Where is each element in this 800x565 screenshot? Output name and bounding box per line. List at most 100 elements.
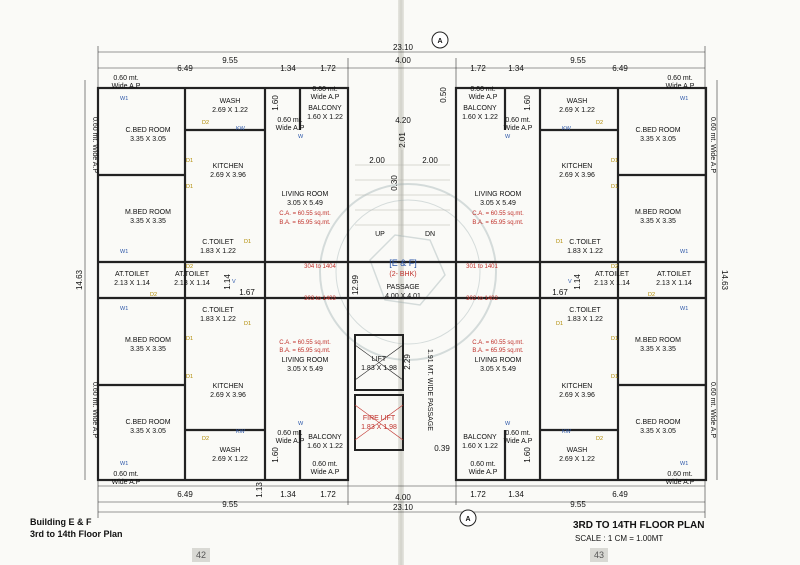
window-tag: W [505,421,511,427]
room-kitchen-bottom-right: KITCHEN 2.69 X 3.96 [559,383,595,399]
lift-size: 1.83 X 1.98 [361,365,397,372]
window-tag: W [298,421,304,427]
firelift-name: FIRE LIFT [363,415,396,422]
dim-420: 4.20 [395,116,411,125]
ap-label: 0.60 mt. [277,430,302,437]
room-size: 3.05 X 5.49 [287,200,323,207]
room-size: 3.35 X 3.05 [640,136,676,143]
ap-label: Wide A.P [469,94,498,101]
ap-label: 0.60 mt. [470,461,495,468]
window-tag: W1 [120,96,128,102]
room-name: M.BED ROOM [125,337,171,344]
ap-label: 0.60 mt. [113,75,138,82]
room-mbed-bottom-right: M.BED ROOM 3.35 X 3.35 [635,337,681,353]
ap-label: 0.60 mt. [667,75,692,82]
window-tag: W1 [680,249,688,255]
room-kitchen-bottom-left: KITCHEN 2.69 X 3.96 [210,383,246,399]
dim-039: 0.39 [434,444,450,453]
room-ctoilet-top-left: C.TOILET 1.83 X 1.22 [200,239,236,255]
room-size: 2.13 X 1.14 [174,280,210,287]
section-mark-label: A [465,516,470,523]
door-tag: D1 [611,374,618,380]
door-tag: D2 [596,436,603,442]
dim-114-right: 1.14 [573,274,582,290]
built-area: B.A. = 65.95 sq.mt. [472,348,524,354]
window-tag: KW [562,126,572,132]
room-name: AT.TOILET [595,271,630,278]
corridor-label: 1.91 MT. WIDE PASSAGE [426,349,433,431]
room-size: 2.13 X 1.14 [114,280,150,287]
page-number-right: 43 [590,548,608,562]
room-balcony-bottom-right: BALCONY 1.60 X 1.22 [462,434,498,450]
dim-201: 2.01 [398,132,407,148]
ap-label: Wide A.P [504,438,533,445]
room-name: C.TOILET [202,239,234,246]
room-size: 2.69 X 3.96 [210,392,246,399]
room-size: 3.35 X 3.05 [640,428,676,435]
window-tag: W1 [120,306,128,312]
dim-160-tr: 1.60 [523,95,532,111]
built-area: B.A. = 65.95 sq.mt. [279,348,331,354]
ap-label: Wide A.P [276,125,305,132]
room-size: 3.05 X 5.49 [480,200,516,207]
room-size: 3.35 X 3.05 [130,428,166,435]
ap-label: 0.60 mt. Wide A.P [709,117,716,173]
window-tag: W1 [120,249,128,255]
dim-left-top: 6.49 [177,64,193,73]
dim-113: 1.13 [255,482,264,498]
room-name: BALCONY [463,105,497,112]
room-size: 2.69 X 3.96 [559,392,595,399]
core-unit-tag: [E & F] (2- BHK) PASSAGE 4.00 X 4.01 [385,258,421,300]
fire-lift-label: FIRE LIFT 1.83 X 1.98 [361,415,397,431]
window-tag: W [505,134,511,140]
room-name: BALCONY [308,434,342,441]
room-mbed-bottom-left: M.BED ROOM 3.35 X 3.35 [125,337,171,353]
room-size: 3.35 X 3.05 [130,136,166,143]
room-name: BALCONY [463,434,497,441]
stair-up-label: UP [375,231,385,238]
room-name: M.BED ROOM [635,337,681,344]
room-name: KITCHEN [562,163,593,170]
window-tag: W1 [680,306,688,312]
dim-172-right-bottom: 1.72 [470,490,486,499]
passage-name: PASSAGE [387,284,420,291]
section-marker-top: A [431,31,449,49]
dim-overall-top: 23.10 [393,43,414,52]
window-tag: W [298,134,304,140]
room-size: 2.69 X 1.22 [212,456,248,463]
door-tag: D2 [186,264,193,270]
dim-core-bottom: 4.00 [395,493,411,502]
passage-size: 4.00 X 4.01 [385,293,421,300]
ap-label: 0.60 mt. [505,430,530,437]
room-size: 3.35 X 3.35 [130,346,166,353]
walls [96,86,708,482]
ap-label: Wide A.P [666,479,695,486]
dim-050: 0.50 [439,87,448,103]
room-size: 1.60 X 1.22 [307,114,343,121]
ap-label: Wide A.P [666,83,695,90]
room-size: 1.83 X 1.22 [567,248,603,255]
lift-label: LIFT 1.83 X 1.98 [361,356,397,372]
built-area: B.A. = 65.95 sq.mt. [472,220,524,226]
section-mark-label: A [437,38,442,45]
ap-label: Wide A.P [311,94,340,101]
room-wash-bottom-left: WASH 2.69 X 1.22 [212,447,248,463]
window-tag: KW [562,429,572,435]
room-size: 2.13 X 1.14 [656,280,692,287]
floor-caption: 3rd to 14th Floor Plan [30,529,123,539]
dim-955-right-bottom: 9.55 [570,500,586,509]
room-balcony-bottom-left: BALCONY 1.60 X 1.22 [307,434,343,450]
room-name: C.BED ROOM [635,127,680,134]
window-tag: W1 [680,461,688,467]
room-attoilet-right-inner: AT.TOILET 2.13 X 1.14 [594,271,630,287]
unit-type: [E & F] [389,258,417,268]
door-tag: D1 [244,321,251,327]
dim-030: 0.30 [390,175,399,191]
room-name: KITCHEN [213,383,244,390]
page-fold [398,0,404,565]
room-size: 1.60 X 1.22 [462,114,498,121]
dim-160-tl: 1.60 [271,95,280,111]
vent-tag: V [568,279,572,285]
room-name: LIVING ROOM [475,357,522,364]
